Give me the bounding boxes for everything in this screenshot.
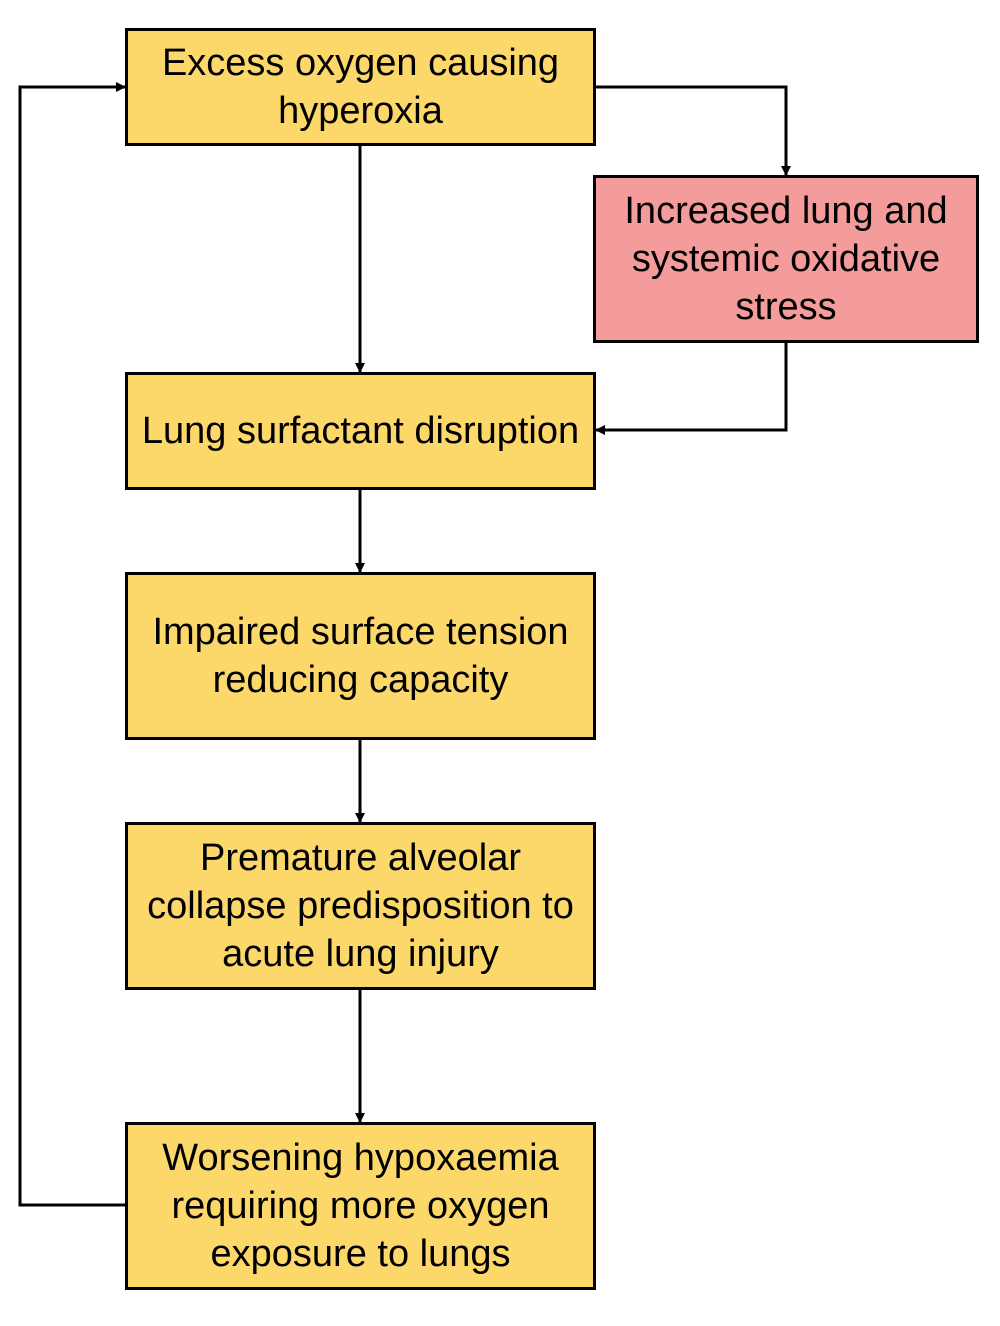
node-surfactant-disruption: Lung surfactant disruption: [125, 372, 596, 490]
node-excess-oxygen-hyperoxia: Excess oxygen causing hyperoxia: [125, 28, 596, 146]
node-label: Premature alveolar collapse predispositi…: [147, 837, 574, 975]
node-impaired-surface-tension: Impaired surface tension reducing capaci…: [125, 572, 596, 740]
node-worsening-hypoxaemia: Worsening hypoxaemia requiring more oxyg…: [125, 1122, 596, 1290]
node-oxidative-stress: Increased lung and systemic oxidative st…: [593, 175, 979, 343]
node-label: Lung surfactant disruption: [141, 410, 580, 452]
node-label: Increased lung and systemic oxidative st…: [624, 190, 948, 328]
node-label: Worsening hypoxaemia requiring more oxyg…: [162, 1137, 559, 1275]
edge-hypoxaemia-to-hyperoxia: [18, 82, 126, 1207]
node-alveolar-collapse: Premature alveolar collapse predispositi…: [125, 822, 596, 990]
node-label: Excess oxygen causing hyperoxia: [161, 42, 560, 132]
edge-hyperoxia-to-oxidative: [596, 85, 791, 176]
edge-oxidative-to-surfactant: [595, 343, 788, 435]
node-label: Impaired surface tension reducing capaci…: [152, 611, 569, 701]
